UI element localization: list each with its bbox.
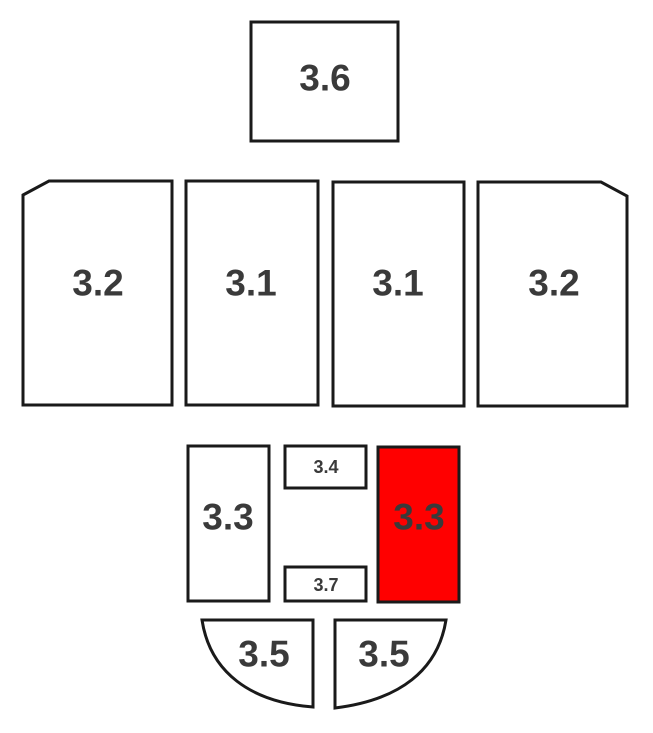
part-3-3-right-highlighted[interactable]: 3.3: [376, 445, 461, 604]
part-3-7[interactable]: 3.7: [283, 565, 368, 603]
part-label: 3.6: [299, 58, 350, 99]
part-label: 3.2: [72, 263, 123, 304]
part-label: 3.5: [238, 634, 289, 675]
part-3-1-left[interactable]: 3.1: [184, 179, 320, 407]
part-3-3-left[interactable]: 3.3: [186, 444, 271, 603]
part-3-2-left[interactable]: 3.2: [21, 179, 174, 407]
part-3-5-right[interactable]: 3.5: [333, 618, 448, 710]
part-label: 3.2: [528, 263, 579, 304]
part-3-5-left[interactable]: 3.5: [200, 618, 315, 709]
part-label: 3.3: [202, 497, 253, 538]
part-3-4[interactable]: 3.4: [283, 444, 368, 490]
part-label: 3.1: [225, 263, 276, 304]
part-3-6[interactable]: 3.6: [249, 20, 400, 143]
part-label: 3.5: [358, 634, 409, 675]
part-label: 3.1: [372, 263, 423, 304]
part-label: 3.7: [313, 575, 338, 595]
part-label: 3.3: [393, 497, 444, 538]
part-label: 3.4: [313, 457, 338, 477]
part-3-1-right[interactable]: 3.1: [331, 180, 466, 408]
part-3-2-right[interactable]: 3.2: [476, 180, 629, 408]
